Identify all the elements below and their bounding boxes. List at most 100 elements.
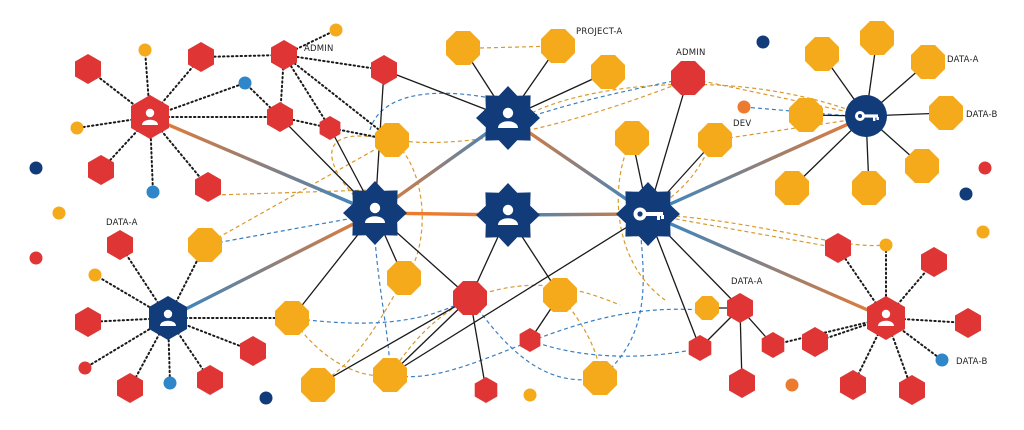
navy-key-hub-top-right xyxy=(845,95,887,137)
dot xyxy=(935,353,949,367)
label-admin-top: ADMIN xyxy=(676,48,706,58)
user-icon xyxy=(142,108,158,125)
red-hex-node xyxy=(688,335,712,361)
dashed-link xyxy=(291,297,471,324)
solid-link xyxy=(389,213,649,376)
red-hex-node xyxy=(107,230,133,260)
dot xyxy=(976,225,990,239)
amber-node xyxy=(852,171,886,205)
amber-node xyxy=(373,358,407,392)
dot xyxy=(879,238,893,252)
user-icon xyxy=(365,202,385,223)
navy-key-hub-center-right xyxy=(616,182,680,246)
red-hex-node xyxy=(75,307,101,337)
red-hex-node xyxy=(188,42,214,72)
red-hex-node xyxy=(75,54,101,84)
dot xyxy=(523,388,537,402)
dashed-link xyxy=(204,139,393,246)
dotted-link xyxy=(84,317,169,369)
amber-node xyxy=(905,149,939,183)
dot xyxy=(29,161,43,175)
user-icon xyxy=(878,309,894,326)
dashed-link xyxy=(714,117,864,141)
red-hex-node xyxy=(727,293,753,323)
dashed-link xyxy=(369,92,501,131)
red-hex-node xyxy=(88,155,114,185)
amber-node xyxy=(911,45,945,79)
red-hex-node xyxy=(921,247,947,277)
dashed-link xyxy=(331,135,391,216)
dotted-link xyxy=(100,116,151,171)
user-icon xyxy=(498,204,518,225)
label-data-b-bottom: DATA-B xyxy=(956,357,988,367)
amber-node xyxy=(301,368,335,402)
red-hex-node xyxy=(117,373,143,403)
amber-node xyxy=(698,123,732,157)
trunk-link xyxy=(148,115,377,215)
red-hex-node xyxy=(474,377,498,403)
red-hex-node xyxy=(519,328,541,352)
amber-node xyxy=(695,296,719,320)
red-hex-node xyxy=(840,370,866,400)
trunk-link xyxy=(506,116,650,216)
amber-node xyxy=(446,31,480,65)
red-hex-node xyxy=(195,172,221,202)
amber-node xyxy=(541,29,575,63)
amber-node xyxy=(387,261,421,295)
dot xyxy=(78,361,92,375)
solid-link xyxy=(317,297,471,386)
dashed-link xyxy=(519,77,689,121)
red-hex-node xyxy=(371,55,397,85)
amber-node xyxy=(583,361,617,395)
navy-user-hub-center-left xyxy=(343,181,407,245)
dashed-link xyxy=(647,213,885,247)
red-hex-node xyxy=(729,368,755,398)
dot xyxy=(238,76,252,90)
red-hex-node xyxy=(825,233,851,263)
navy-user-hub-center xyxy=(476,183,540,247)
red-hex-node xyxy=(955,308,981,338)
dotted-link xyxy=(283,54,385,71)
dot xyxy=(329,23,343,37)
dot xyxy=(259,391,273,405)
label-data-a-left: DATA-A xyxy=(106,218,138,228)
red-hex-node xyxy=(240,336,266,366)
red-oct-node xyxy=(453,281,487,315)
dashed-link xyxy=(374,239,391,376)
trunk-link xyxy=(646,212,888,320)
amber-node xyxy=(805,37,839,71)
user-icon xyxy=(160,309,176,326)
dot xyxy=(163,376,177,390)
label-admin-left: ADMIN xyxy=(304,44,334,54)
solid-link xyxy=(389,297,471,376)
amber-node xyxy=(789,98,823,132)
red-oct-node xyxy=(671,61,705,95)
dashed-link xyxy=(687,77,864,116)
node-labels: ADMIN PROJECT-A ADMIN DATA-A DATA-B DEV … xyxy=(106,27,998,367)
amber-node xyxy=(591,55,625,89)
small-dots xyxy=(29,23,992,405)
trunk-link xyxy=(646,114,868,216)
red-hex-node xyxy=(267,102,293,132)
amber-nodes xyxy=(188,21,963,402)
dotted-link xyxy=(885,317,943,361)
amber-node xyxy=(188,228,222,262)
navy-user-hub-bottom-left xyxy=(149,296,187,340)
red-nodes xyxy=(75,40,981,405)
label-data-a-top: DATA-A xyxy=(947,55,979,65)
label-data-b-top: DATA-B xyxy=(966,110,998,120)
navy-user-hub-top-center xyxy=(476,86,540,150)
dashed-link xyxy=(469,297,601,381)
red-hex-node xyxy=(271,40,297,70)
dot xyxy=(138,43,152,57)
dotted-link xyxy=(283,54,393,141)
red-user-hub-left xyxy=(131,95,169,139)
dashed-link xyxy=(214,189,371,196)
dot xyxy=(978,161,992,175)
amber-node xyxy=(615,121,649,155)
label-dev: DEV xyxy=(733,119,751,129)
dot xyxy=(88,268,102,282)
red-hex-node xyxy=(761,332,785,358)
label-data-a-bottom: DATA-A xyxy=(731,277,763,287)
